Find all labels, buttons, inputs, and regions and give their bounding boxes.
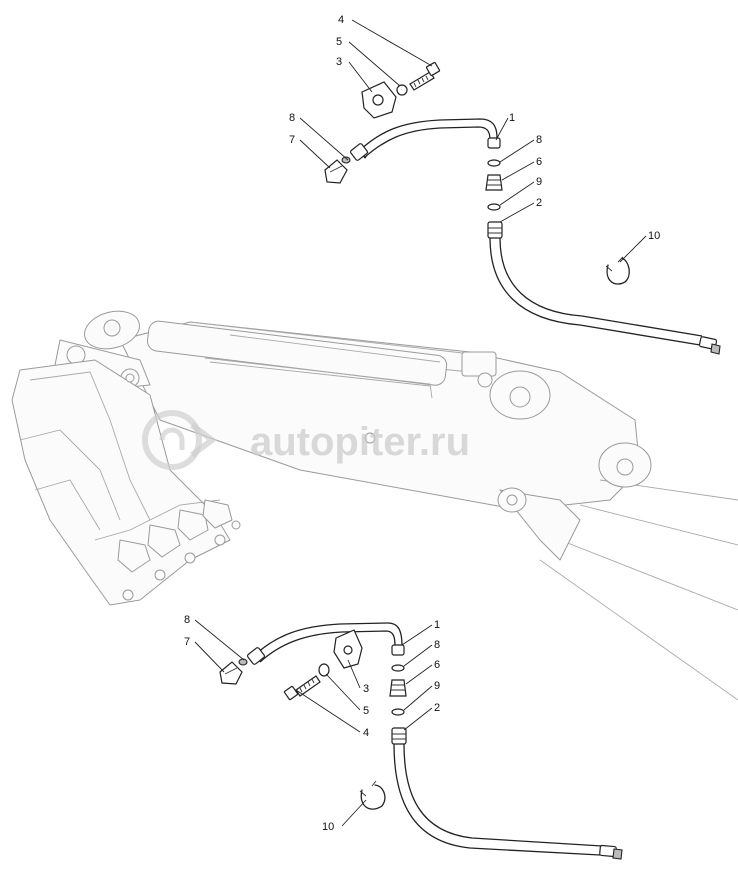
- callout-bot-1: 1: [434, 619, 440, 631]
- callout-bot-2: 2: [434, 702, 440, 714]
- callout-top-8-left: 8: [289, 112, 295, 124]
- callout-bot-10: 10: [322, 821, 334, 833]
- watermark-text: autopiter.ru: [250, 420, 470, 464]
- top-hose-assembly: [324, 61, 721, 355]
- callout-bot-9: 9: [434, 680, 440, 692]
- callout-top-5: 5: [336, 36, 342, 48]
- top-leaders: [299, 19, 647, 263]
- callout-top-1: 1: [509, 112, 515, 124]
- callouts-top: 4 5 3 8 7 1 8 6 9 2 10: [289, 14, 660, 242]
- bottom-leaders: [194, 619, 433, 827]
- callout-bot-6: 6: [434, 659, 440, 671]
- callout-top-9: 9: [536, 176, 542, 188]
- callouts-bottom: 8 7 1 8 6 3 9 5 2 4 10: [184, 614, 440, 833]
- callout-top-10: 10: [648, 230, 660, 242]
- callout-top-6: 6: [536, 156, 542, 168]
- callout-bot-4: 4: [363, 727, 369, 739]
- callout-bot-7: 7: [184, 636, 190, 648]
- callout-top-8-right: 8: [536, 134, 542, 146]
- callout-bot-8-left: 8: [184, 614, 190, 626]
- callout-bot-3: 3: [363, 683, 369, 695]
- callout-bot-8-right: 8: [434, 639, 440, 651]
- callout-top-7: 7: [289, 134, 295, 146]
- callout-bot-5: 5: [363, 705, 369, 717]
- watermark: autopiter.ru: [142, 410, 470, 470]
- callout-top-3: 3: [336, 56, 342, 68]
- callout-top-2: 2: [536, 197, 542, 209]
- callout-top-4: 4: [338, 14, 344, 26]
- bottom-hose-assembly: [219, 622, 623, 860]
- excavator-arm-drawing: [11, 310, 738, 701]
